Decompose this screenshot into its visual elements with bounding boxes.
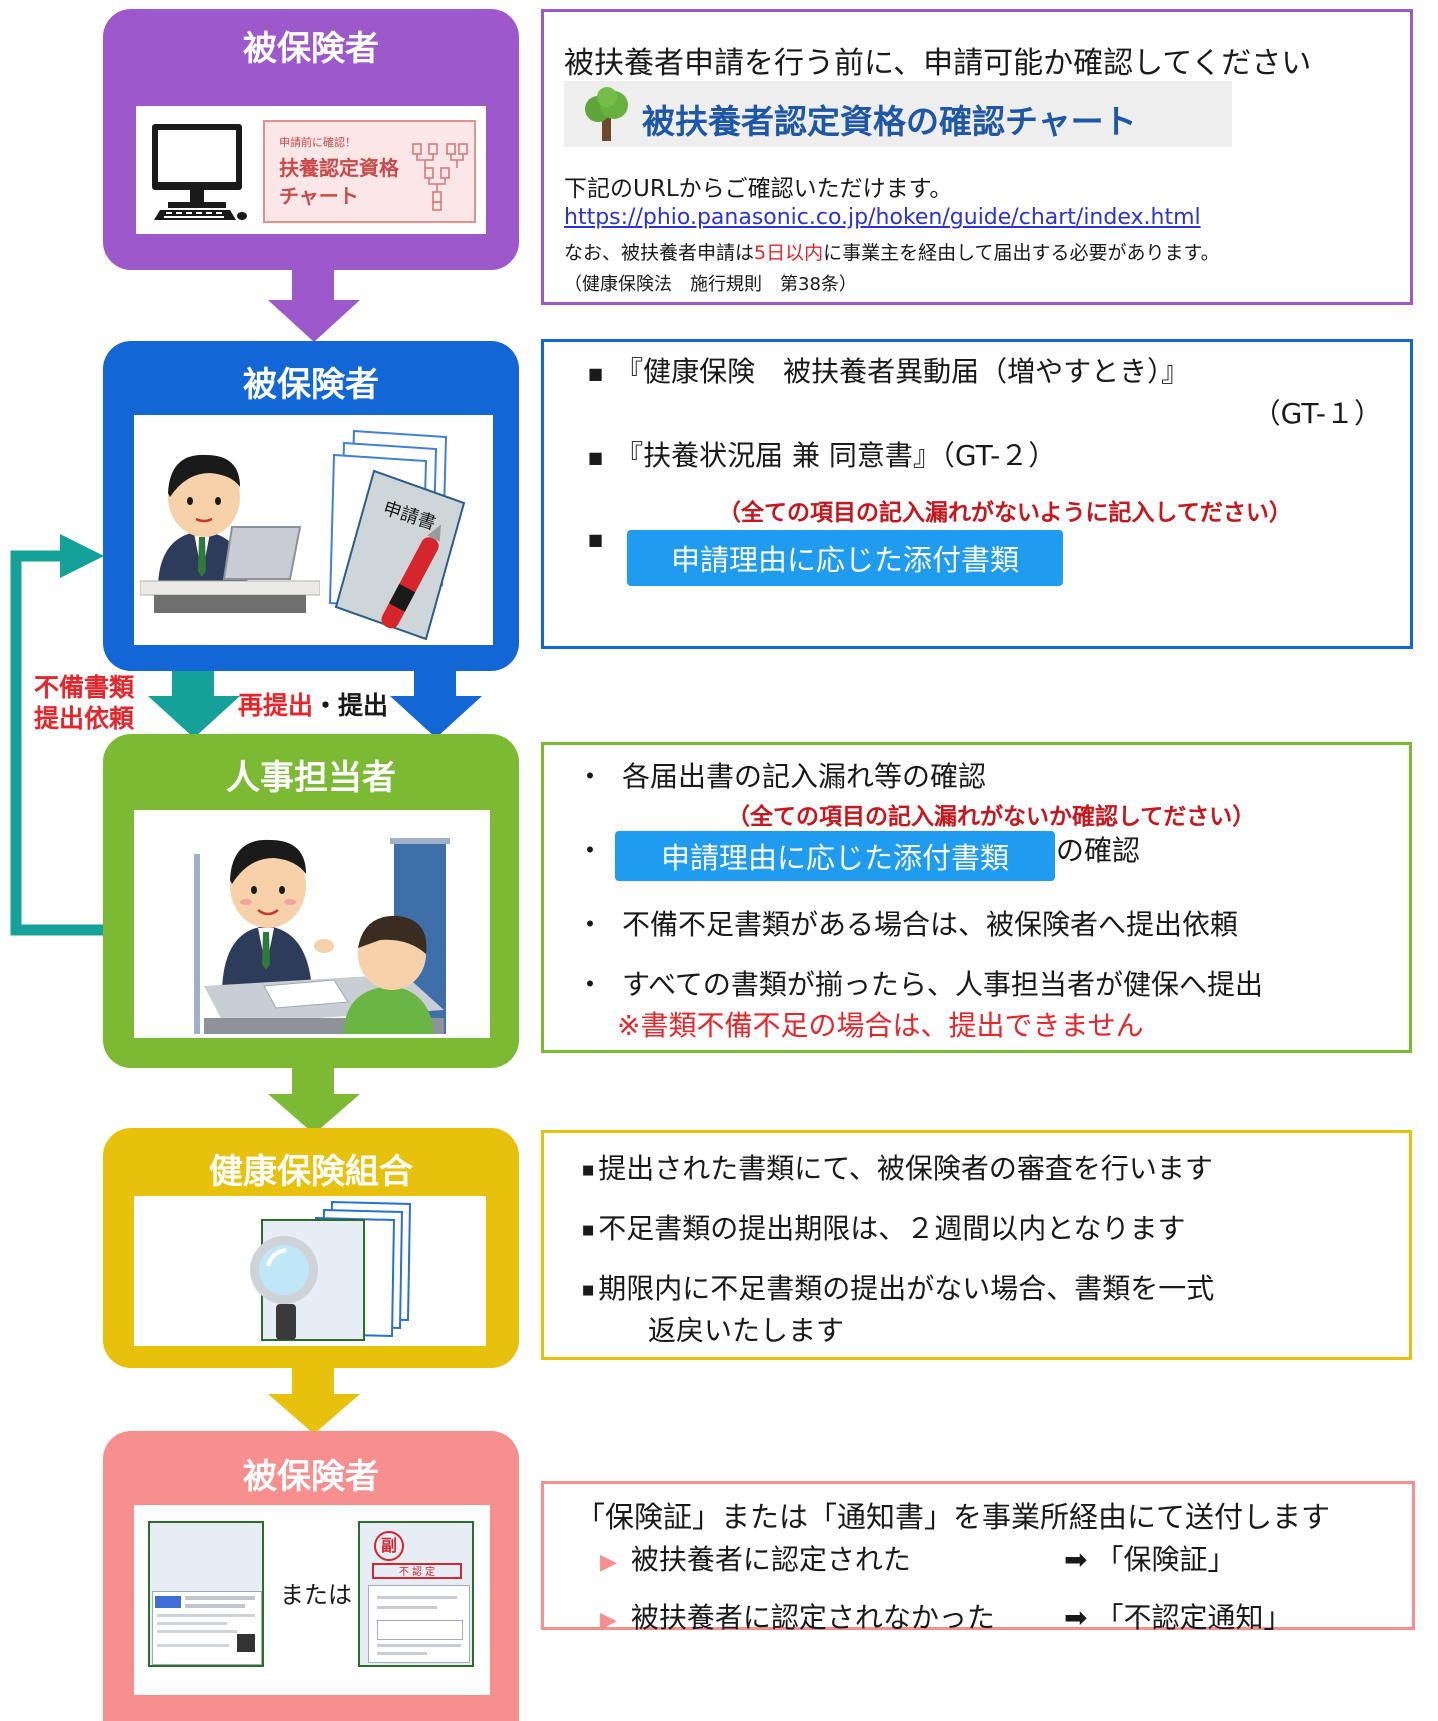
bullet-icon: ■: [588, 530, 604, 549]
bullet-icon: ■: [588, 447, 604, 467]
stage-insured-check: 被保険者 申請前に確認！ 扶養認定資格 チャート: [103, 9, 519, 270]
arrow-down-blue: [390, 668, 482, 738]
form-code-gt1: （GT-１）: [1252, 397, 1382, 430]
bullet-dot: ・: [576, 834, 605, 867]
stage-panel: [134, 810, 490, 1038]
attachments-check-suffix: の確認: [1056, 834, 1141, 867]
banner-text: 被扶養者認定資格の確認チャート: [642, 102, 1137, 141]
tree-icon: [585, 87, 628, 141]
stage-panel: 申請書: [134, 415, 493, 645]
return-loop-arrow: [10, 534, 105, 936]
document-review-illustration: [250, 1200, 412, 1341]
eligibility-chart-banner[interactable]: 被扶養者認定資格の確認チャート: [564, 81, 1232, 147]
info-heading: 被扶養者申請を行う前に、申請可能か確認してください: [564, 46, 1312, 81]
application-documents-illustration: 申請書: [328, 429, 466, 640]
result-heading: 「保険証」または「通知書」を事業所経由にて送付します: [576, 1500, 1331, 1534]
url-intro: 下記のURLからご確認いただけます。: [564, 176, 953, 202]
arrow-down-purple: [268, 268, 360, 342]
form-item-consent: ■『扶養状況届 兼 同意書』（GT-２）: [588, 439, 1057, 472]
stage-health-insurance-union: 健康保険組合: [103, 1128, 519, 1368]
law-reference: （健康保険法 施行規則 第38条）: [564, 274, 857, 295]
triangle-icon: ▶: [600, 1550, 617, 1575]
insurance-card-image: [148, 1521, 264, 1667]
check-item-omissions: ・各届出書の記入漏れ等の確認: [576, 760, 987, 793]
triangle-icon: ▶: [600, 1608, 617, 1633]
info-box-required-forms: ■『健康保険 被扶養者異動届（増やすとき）』 （GT-１） ■『扶養状況届 兼 …: [541, 339, 1413, 649]
arrow-right-icon: ➡: [1064, 1543, 1088, 1576]
arrow-down-green: [268, 1066, 360, 1134]
arrow-down-teal: [148, 668, 240, 738]
bullet-icon: ■: [582, 1222, 595, 1238]
stamp-banner: 不 認 定: [372, 1563, 462, 1579]
check-all-warning: （全ての項目の記入漏れがないか確認してださい）: [727, 804, 1256, 830]
tree-diagram-icon: [412, 143, 468, 211]
stage-insured-result: 被保険者 または 副 不 認 定: [103, 1431, 519, 1721]
stage-title: 被保険者: [243, 365, 379, 405]
stage-insured-submit: 被保険者 申請書: [103, 341, 519, 671]
stage-hr: 人事担当者: [103, 734, 519, 1068]
non-approval-notice-image: 副 不 認 定: [358, 1521, 474, 1667]
form-item-dependent-change: ■『健康保険 被扶養者異動届（増やすとき）』: [588, 355, 1190, 388]
deadline-note: なお、被扶養者申請は5日以内に事業主を経由して届出する必要があります。: [564, 242, 1220, 264]
stamp-icon: 副: [374, 1531, 404, 1561]
info-box-eligibility: 被扶養者申請を行う前に、申請可能か確認してください 被扶養者認定資格の確認チャー…: [541, 9, 1413, 305]
bullet-icon: ■: [582, 1162, 595, 1178]
resubmit-label: 再提出・提出: [238, 691, 389, 720]
arrow-down-yellow: [268, 1366, 360, 1434]
chart-url-link[interactable]: https://phio.panasonic.co.jp/hoken/guide…: [564, 205, 1201, 230]
attachments-by-reason-button[interactable]: 申請理由に応じた添付書類: [627, 530, 1063, 586]
fill-all-warning: （全ての項目の記入漏れがないように記入してださい）: [718, 500, 1292, 526]
result-row-approved: ▶被扶養者に認定された: [600, 1543, 911, 1576]
stage-title: 健康保険組合: [209, 1152, 413, 1192]
arrow-right-icon: ➡: [1064, 1601, 1088, 1634]
stage-title: 被保険者: [243, 1457, 379, 1497]
result-row-rejected: ▶被扶養者に認定されなかった: [600, 1601, 995, 1634]
stage-panel: [134, 1196, 486, 1346]
or-label: または: [280, 1581, 352, 1609]
review-item-deadline: ■不足書類の提出期限は、２週間以内となります: [582, 1212, 1186, 1245]
chart-card-image[interactable]: 申請前に確認！ 扶養認定資格 チャート: [263, 120, 476, 223]
computer-icon: [152, 124, 247, 220]
attachments-by-reason-button[interactable]: 申請理由に応じた添付書類: [615, 831, 1055, 881]
info-box-union-review: ■提出された書類にて、被保険者の審査を行います ■不足書類の提出期限は、２週間以…: [541, 1130, 1412, 1360]
stage-title: 被保険者: [243, 29, 379, 69]
info-box-hr-check: ・各届出書の記入漏れ等の確認 （全ての項目の記入漏れがないか確認してださい） ・…: [541, 742, 1412, 1053]
review-item-return-cont: 返戻いたします: [648, 1314, 845, 1347]
person-at-laptop-illustration: [140, 454, 320, 613]
hr-meeting-illustration: [194, 838, 450, 1034]
bullet-icon: ■: [582, 1282, 595, 1298]
result-rejected-doc: ➡「不認定通知」: [1064, 1601, 1292, 1634]
bullet-icon: ■: [588, 363, 604, 383]
stage-panel: 申請前に確認！ 扶養認定資格 チャート: [136, 106, 486, 234]
review-item-examination: ■提出された書類にて、被保険者の審査を行います: [582, 1152, 1213, 1185]
info-box-result: 「保険証」または「通知書」を事業所経由にて送付します ▶被扶養者に認定された ➡…: [541, 1481, 1415, 1634]
result-approved-doc: ➡「保険証」: [1064, 1543, 1236, 1576]
cannot-submit-note: ※書類不備不足の場合は、提出できません: [617, 1009, 1144, 1042]
check-item-submit: ・すべての書類が揃ったら、人事担当者が健保へ提出: [576, 968, 1263, 1001]
return-label: 不備書類 提出依頼: [34, 673, 135, 733]
stage-panel: または 副 不 認 定: [134, 1505, 490, 1695]
check-item-request-missing: ・不備不足書類がある場合は、被保険者へ提出依頼: [576, 908, 1239, 941]
review-item-return: ■期限内に不足書類の提出がない場合、書類を一式: [582, 1272, 1215, 1305]
stage-title: 人事担当者: [226, 758, 396, 798]
